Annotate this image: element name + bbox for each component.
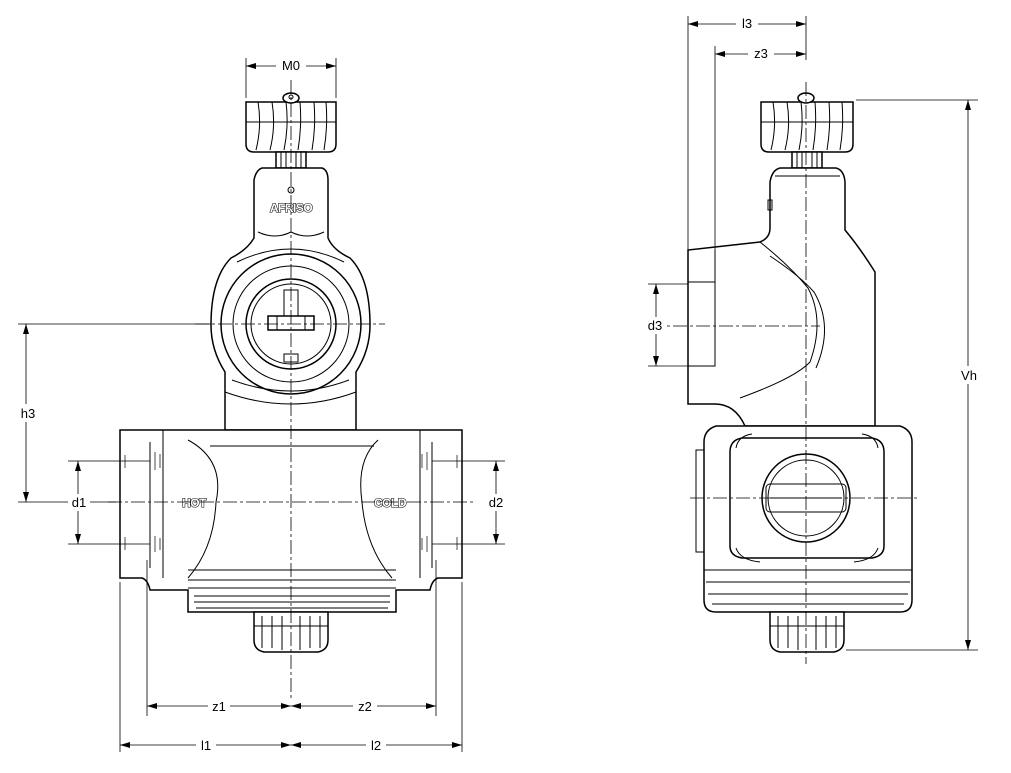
side-bottom-cap — [769, 611, 845, 653]
front-view: AFRISO HOT COLD — [16, 57, 507, 753]
side-upper-housing — [687, 167, 876, 427]
dimension-vh: Vh — [846, 99, 982, 651]
label-l2: l2 — [371, 738, 381, 753]
upper-housing: AFRISO — [210, 167, 371, 431]
dimension-l3: l3 — [687, 15, 807, 250]
dimension-z3: z3 — [714, 45, 806, 250]
label-d1: d1 — [72, 495, 86, 510]
dimension-d3: d3 — [643, 283, 688, 367]
dimension-d2: d2 — [432, 460, 507, 545]
side-main-body — [695, 425, 913, 613]
label-z3: z3 — [754, 46, 768, 61]
label-l1: l1 — [201, 738, 211, 753]
label-l3: l3 — [742, 16, 752, 31]
label-vh: Vh — [961, 368, 977, 383]
side-view: l3 z3 d3 Vh — [643, 15, 982, 664]
side-spindle-nut — [791, 151, 823, 169]
label-z1: z1 — [212, 699, 226, 714]
label-z2: z2 — [358, 699, 372, 714]
label-d3: d3 — [648, 318, 662, 333]
label-h3: h3 — [21, 406, 35, 421]
dimension-h3: h3 — [16, 323, 211, 503]
label-d2: d2 — [489, 495, 503, 510]
hot-marking: HOT — [182, 496, 207, 510]
dimension-m0: M0 — [245, 57, 337, 98]
cold-marking: COLD — [374, 496, 407, 510]
side-handwheel-knob — [760, 92, 854, 153]
label-m0: M0 — [282, 58, 300, 73]
dimension-z1-z2: z1 z2 — [146, 560, 437, 716]
dimension-d1: d1 — [68, 460, 150, 545]
dimension-l1-l2: l1 l2 — [119, 582, 463, 753]
